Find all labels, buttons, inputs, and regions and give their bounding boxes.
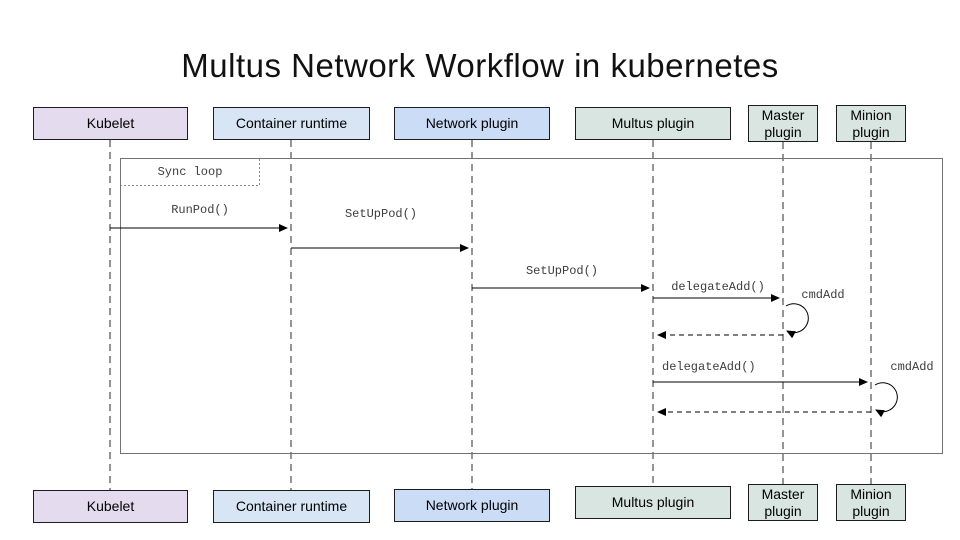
sync-loop-box	[121, 159, 260, 186]
message-label-setuppod-2: SetUpPod()	[525, 264, 598, 278]
actor-multus-plugin-bottom: Multus plugin	[575, 486, 731, 519]
self-loop-cmdadd-minion	[874, 382, 898, 418]
actor-kubelet-top: Kubelet	[33, 107, 188, 140]
actor-container-runtime-top: Container runtime	[213, 107, 370, 140]
message-label-setuppod-1: SetUpPod()	[344, 207, 417, 221]
actor-label: Multus plugin	[611, 494, 695, 511]
message-label-cmdadd-1: cmdAdd	[801, 288, 845, 302]
actor-label: Container runtime	[235, 115, 348, 132]
message-label-delegateadd-2: delegateAdd()	[662, 360, 756, 374]
actor-minion-plugin-top: Minion plugin	[836, 105, 906, 142]
actor-minion-plugin-bottom: Minion plugin	[836, 484, 906, 521]
actor-label: Kubelet	[86, 498, 135, 515]
actor-network-plugin-top: Network plugin	[394, 107, 550, 140]
actor-multus-plugin-top: Multus plugin	[575, 107, 731, 140]
message-label-runpod: RunPod()	[171, 203, 229, 217]
actor-label: Master plugin	[761, 107, 805, 140]
self-loop-cmdadd-master	[785, 303, 809, 339]
actor-label: Multus plugin	[611, 115, 695, 132]
actor-label: Container runtime	[235, 498, 348, 515]
message-label-delegateadd-1: delegateAdd()	[671, 280, 765, 294]
actor-master-plugin-bottom: Master plugin	[748, 484, 818, 521]
actor-master-plugin-top: Master plugin	[748, 105, 818, 142]
actor-network-plugin-bottom: Network plugin	[394, 489, 550, 522]
actor-label: Kubelet	[86, 115, 135, 132]
actor-kubelet-bottom: Kubelet	[33, 490, 188, 523]
actor-label: Minion plugin	[850, 107, 892, 140]
actor-label: Minion plugin	[850, 486, 892, 519]
actor-label: Master plugin	[761, 486, 805, 519]
message-label-cmdadd-2: cmdAdd	[890, 360, 934, 374]
interaction-frame	[120, 158, 943, 454]
sync-loop-label: Sync loop	[157, 165, 223, 179]
actor-label: Network plugin	[425, 115, 519, 132]
diagram-title: Multus Network Workflow in kubernetes	[181, 47, 779, 84]
actor-container-runtime-bottom: Container runtime	[213, 490, 370, 523]
actor-label: Network plugin	[425, 497, 519, 514]
